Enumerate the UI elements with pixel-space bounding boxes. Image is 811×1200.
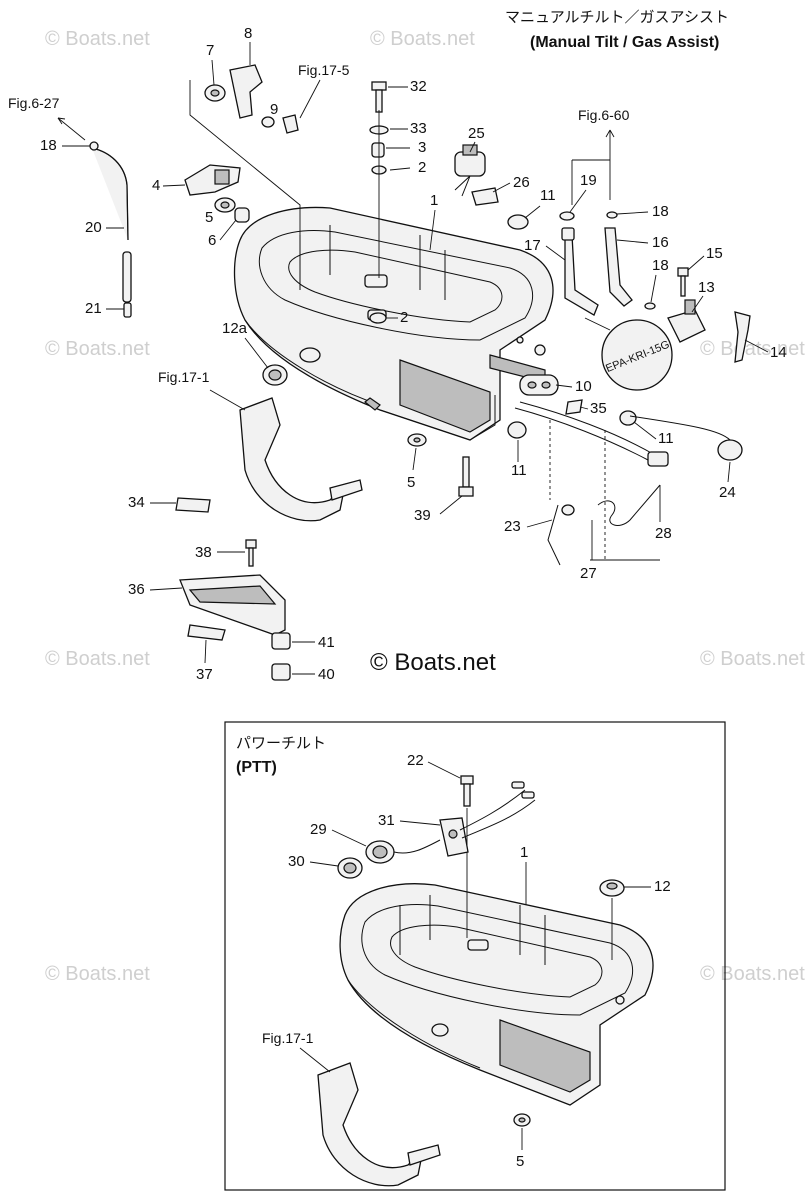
callout-27: 27 (580, 565, 597, 582)
callout-35: 35 (590, 400, 607, 417)
watermark: © Boats.net (700, 648, 805, 670)
ref-fig-17-1-top: Fig.17-1 (158, 369, 210, 385)
callout-26: 26 (513, 174, 530, 191)
callout-22: 22 (407, 752, 424, 769)
ptt-title-jp: パワーチルト (236, 734, 326, 752)
callout-23: 23 (504, 518, 521, 535)
callout-16: 16 (652, 234, 669, 251)
ref-fig-17-1-ptt: Fig.17-1 (262, 1030, 314, 1046)
callout-15: 15 (706, 245, 723, 262)
callout-7: 7 (206, 42, 214, 59)
callouts-ptt: 22 31 29 30 1 12 5 (288, 752, 671, 1170)
callout-24: 24 (719, 484, 736, 501)
callout-33: 33 (410, 120, 427, 137)
callout-18: 18 (652, 257, 669, 274)
callout-28: 28 (655, 525, 672, 542)
callout-2: 2 (418, 159, 426, 176)
ref-fig-6-60: Fig.6-60 (578, 107, 630, 123)
callout-4: 4 (152, 177, 160, 194)
bottom-cowling (233, 206, 554, 441)
callout-18: 18 (652, 203, 669, 220)
callout-14: 14 (770, 344, 787, 361)
callout-5: 5 (407, 474, 415, 491)
callout-5: 5 (205, 209, 213, 226)
callout-29: 29 (310, 821, 327, 838)
callout-11: 11 (511, 462, 527, 479)
callout-17: 17 (524, 237, 541, 254)
callout-39: 39 (414, 507, 431, 524)
watermark: © Boats.net (700, 338, 805, 360)
callout-9: 9 (270, 101, 278, 118)
watermark: © Boats.net (45, 28, 150, 50)
watermark: © Boats.net (700, 963, 805, 985)
callout-1: 1 (430, 192, 438, 209)
watermark: © Boats.net (45, 648, 150, 670)
callout-13: 13 (698, 279, 715, 296)
ptt-title-en: (PTT) (236, 759, 277, 776)
callout-12a: 12a (222, 320, 248, 337)
callout-41: 41 (318, 634, 335, 651)
watermark: © Boats.net (45, 338, 150, 360)
ref-fig-17-5: Fig.17-5 (298, 62, 350, 78)
ptt-box (224, 721, 726, 1191)
callout-30: 30 (288, 853, 305, 870)
callout-6: 6 (208, 232, 216, 249)
watermark: © Boats.net (370, 28, 475, 50)
callout-19: 19 (580, 172, 597, 189)
callout-3: 3 (418, 139, 426, 156)
callout-34: 34 (128, 494, 145, 511)
callouts-top: 1 2 2 3 32 33 4 5 6 7 8 9 25 26 11 17 19… (40, 25, 787, 683)
callout-1: 1 (520, 844, 528, 861)
callout-36: 36 (128, 581, 145, 598)
callout-5: 5 (516, 1153, 524, 1170)
callout-32: 32 (410, 78, 427, 95)
copyright-notice: © Boats.net (370, 649, 496, 676)
header-title-jp: マニュアルチルト／ガスアシスト (505, 8, 729, 26)
watermark: © Boats.net (45, 963, 150, 985)
ptt-bottom-cowling (339, 883, 654, 1106)
callout-2: 2 (400, 309, 408, 326)
callout-40: 40 (318, 666, 335, 683)
ref-fig-6-27: Fig.6-27 (8, 95, 60, 111)
callout-21: 21 (85, 300, 102, 317)
callout-10: 10 (575, 378, 592, 395)
callout-12: 12 (654, 878, 671, 895)
callout-11: 11 (658, 430, 674, 447)
callout-8: 8 (244, 25, 252, 42)
callout-11: 11 (540, 187, 556, 204)
callout-37: 37 (196, 666, 213, 683)
callout-31: 31 (378, 812, 395, 829)
callout-18: 18 (40, 137, 57, 154)
header-title-en: (Manual Tilt / Gas Assist) (530, 34, 719, 51)
callout-20: 20 (85, 219, 102, 236)
callout-38: 38 (195, 544, 212, 561)
callout-25: 25 (468, 125, 485, 142)
